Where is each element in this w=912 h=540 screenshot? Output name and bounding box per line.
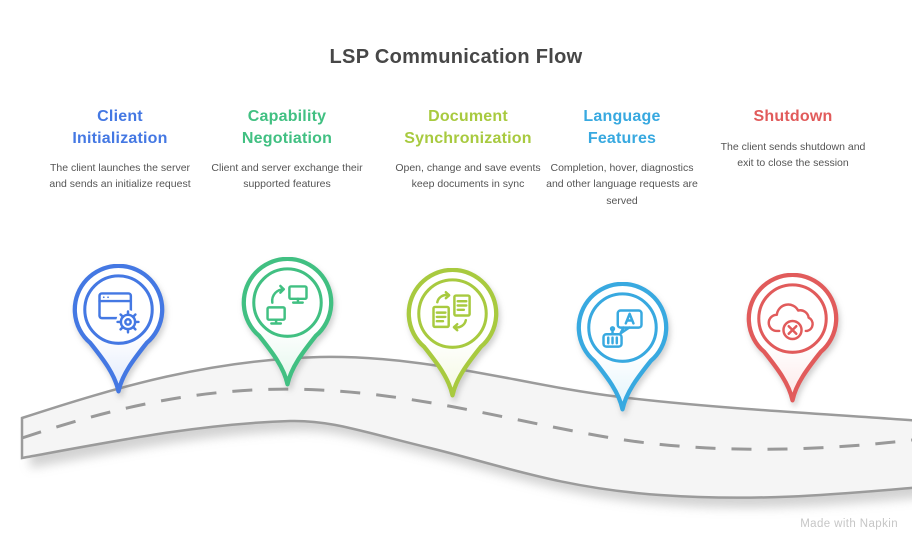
milestone-pin-capability-negotiation — [240, 256, 335, 395]
road-center-line — [21, 387, 912, 451]
diagram-title: LSP Communication Flow — [329, 46, 583, 68]
road-surface — [20, 355, 912, 499]
milestone-column-capability-negotiation: Capability Negotiation Client and server… — [198, 106, 376, 193]
milestone-pin-document-synchronization — [405, 267, 500, 406]
milestone-heading: Shutdown — [753, 108, 833, 125]
milestone-description: Completion, hover, diagnostics and other… — [546, 162, 698, 207]
milestone-heading: Capability Negotiation — [241, 108, 333, 147]
milestone-description: Open, change and save events keep docume… — [395, 162, 541, 191]
watermark: Made with Napkin — [800, 518, 898, 530]
milestone-column-client-initialization: Client Initialization The client launche… — [31, 106, 209, 193]
milestone-pin-language-features — [575, 281, 670, 420]
milestone-pin-client-initialization — [71, 263, 166, 402]
milestone-column-language-features: Language Features Completion, hover, dia… — [533, 106, 711, 209]
app-window-gear-icon — [98, 292, 140, 334]
milestone-column-document-synchronization: Document Synchronization Open, change an… — [379, 106, 557, 193]
milestone-description: Client and server exchange their support… — [211, 162, 363, 191]
milestone-column-shutdown: Shutdown The client sends shutdown and e… — [704, 106, 882, 171]
milestone-description: The client launches the server and sends… — [49, 162, 191, 191]
milestone-heading: Client Initialization — [72, 108, 168, 147]
milestone-pin-shutdown — [745, 272, 840, 411]
milestone-heading: Language Features — [583, 108, 661, 147]
language-chat-icon — [602, 309, 643, 348]
milestone-description: The client sends shutdown and exit to cl… — [720, 140, 866, 169]
cloud-disconnect-icon — [767, 303, 814, 341]
milestone-heading: Document Synchronization — [404, 108, 532, 147]
documents-sync-icon — [432, 290, 471, 332]
monitors-sync-icon — [266, 284, 308, 325]
